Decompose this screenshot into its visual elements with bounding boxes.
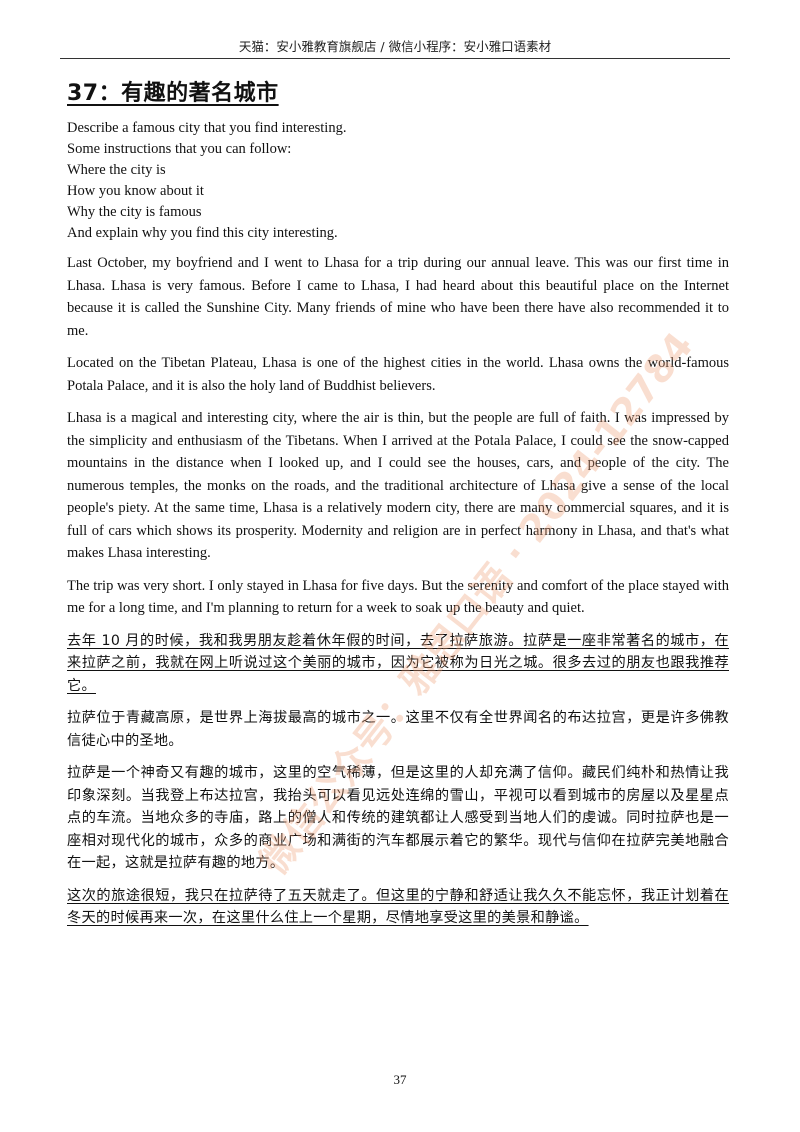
prompt-line: And explain why you find this city inter… <box>67 225 338 241</box>
chinese-paragraph-2: 拉萨位于青藏高原，是世界上海拔最高的城市之一。这里不仅有全世界闻名的布达拉宫，更… <box>67 710 729 749</box>
prompt-line: Where the city is <box>67 162 166 178</box>
english-paragraph-1: Last October, my boyfriend and I went to… <box>67 255 729 339</box>
chinese-paragraph-4: 这次的旅途很短，我只在拉萨待了五天就走了。但这里的宁静和舒适让我久久不能忘怀，我… <box>67 887 729 927</box>
chinese-paragraph-1: 去年 10 月的时候，我和我男朋友趁着休年假的时间，去了拉萨旅游。拉萨是一座非常… <box>67 632 729 694</box>
english-paragraph-2: Located on the Tibetan Plateau, Lhasa is… <box>67 355 729 394</box>
page-number: 37 <box>393 1072 407 1087</box>
chinese-paragraph-3: 拉萨是一个神奇又有趣的城市，这里的空气稀薄，但是这里的人却充满了信仰。藏民们纯朴… <box>67 765 729 871</box>
english-paragraph-3: Lhasa is a magical and interesting city,… <box>67 410 729 561</box>
document-body: Describe a famous city that you find int… <box>67 118 729 940</box>
prompt-line: How you know about it <box>67 183 204 199</box>
page-title: 37：有趣的著名城市 <box>67 81 279 106</box>
prompt-line: Some instructions that you can follow: <box>67 141 292 157</box>
english-paragraph-4: The trip was very short. I only stayed i… <box>67 577 729 617</box>
prompt-line: Describe a famous city that you find int… <box>67 120 347 136</box>
cue-card-prompt: Describe a famous city that you find int… <box>67 118 729 244</box>
prompt-line: Why the city is famous <box>67 204 202 220</box>
page-header: 天猫：安小雅教育旗舰店 / 微信小程序：安小雅口语素材 <box>238 39 552 54</box>
header-divider <box>60 58 730 59</box>
